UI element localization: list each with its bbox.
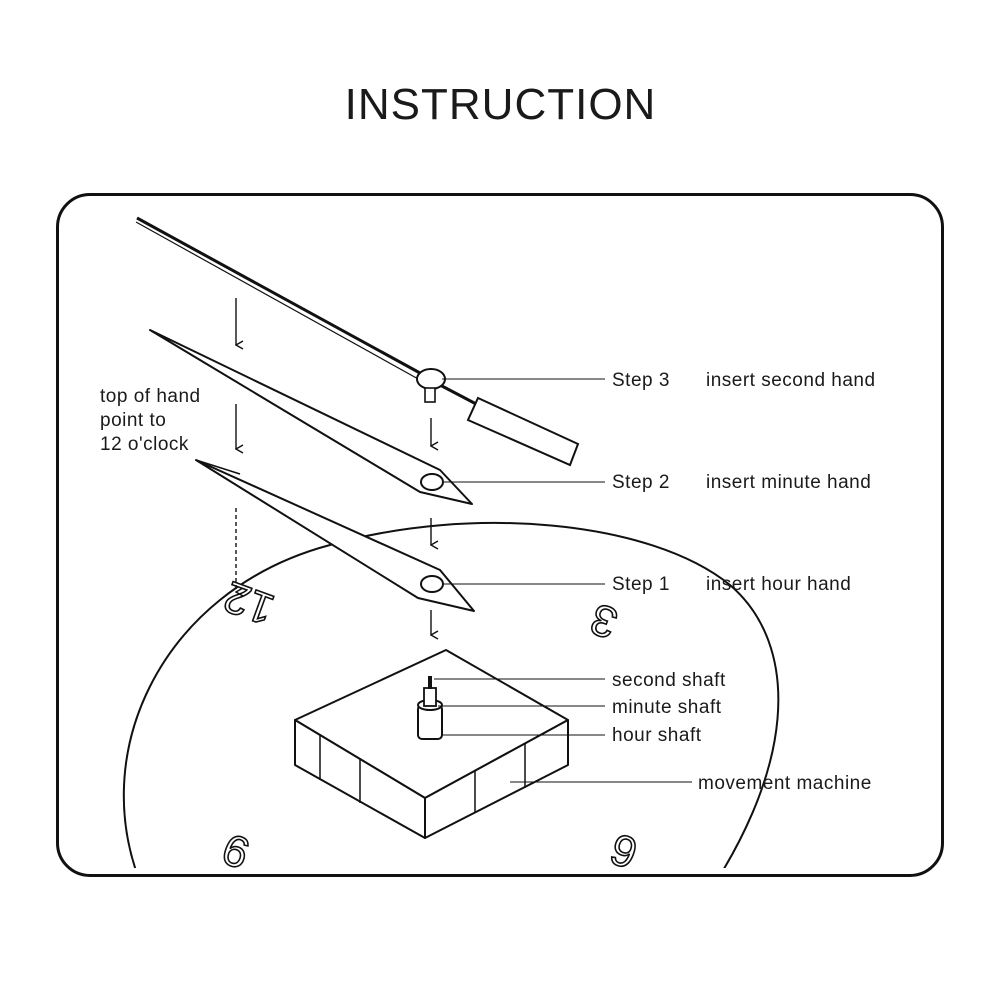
svg-text:12: 12 [218, 571, 281, 634]
movement-machine [294, 649, 569, 839]
dial-number-6: 6 [603, 823, 644, 877]
clock-face-outline [122, 521, 780, 868]
svg-text:top of hand: top of hand [100, 386, 201, 407]
step2-label: Step 2 [612, 472, 670, 493]
step3-text: insert second hand [706, 370, 876, 391]
guide-arrows [236, 298, 431, 635]
hour-hand [195, 459, 475, 612]
second-shaft [428, 676, 432, 689]
minute-shaft [423, 687, 437, 707]
svg-text:point to: point to [100, 410, 166, 431]
svg-text:12 o'clock: 12 o'clock [100, 434, 189, 455]
step1-text: insert hour hand [706, 574, 851, 595]
second-shaft-label: second shaft [612, 670, 726, 691]
movement-machine-label: movement machine [698, 773, 872, 794]
dial-number-9: 9 [215, 823, 256, 877]
step2-text: insert minute hand [706, 472, 871, 493]
top-of-hand-note: top of hand point to 12 o'clock [100, 386, 201, 455]
dial-number-12: 12 [217, 571, 281, 635]
svg-text:3: 3 [584, 593, 624, 647]
minute-hand [149, 329, 473, 505]
step1-label: Step 1 [612, 574, 670, 595]
page-title: INSTRUCTION [344, 80, 657, 129]
hour-shaft-label: hour shaft [612, 725, 702, 746]
leader-lines [434, 378, 692, 783]
minute-shaft-label: minute shaft [612, 697, 722, 718]
svg-text:6: 6 [604, 823, 644, 877]
dial-number-3: 3 [583, 593, 624, 649]
step3-label: Step 3 [612, 370, 670, 391]
svg-text:9: 9 [216, 823, 256, 877]
second-hand [135, 216, 580, 467]
